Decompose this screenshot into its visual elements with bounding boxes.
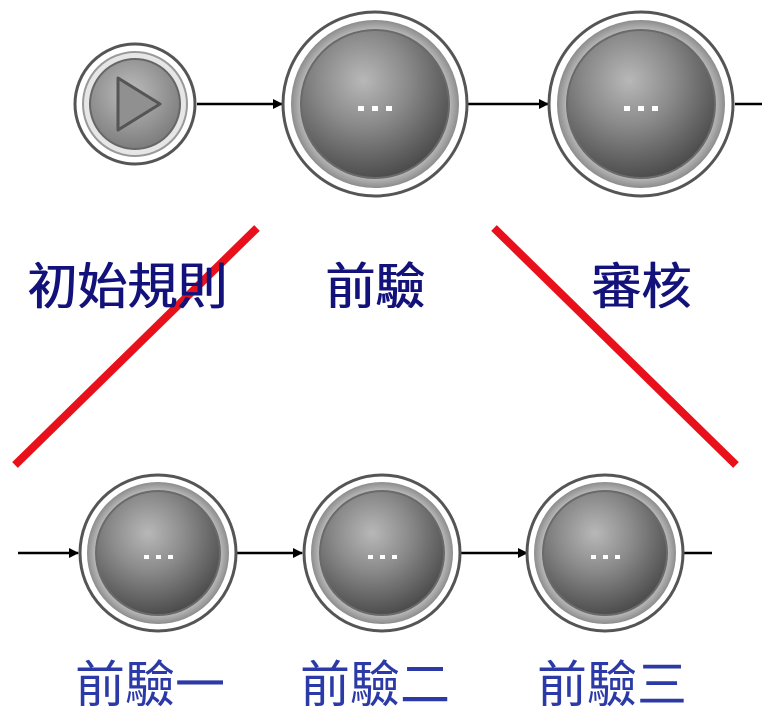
ellipsis-icon <box>591 555 620 559</box>
start-event-node[interactable] <box>73 42 197 166</box>
node-label-prevalidation: 前驗 <box>325 258 425 316</box>
play-icon <box>116 76 162 132</box>
activity-node-prevalidation[interactable] <box>281 10 469 198</box>
ellipsis-icon <box>624 106 658 111</box>
expansion-line-left <box>12 225 260 468</box>
ellipsis-icon <box>368 555 397 559</box>
node-label-review: 審核 <box>591 258 691 316</box>
activity-node-prevalidation-1[interactable] <box>78 473 238 633</box>
activity-node-prevalidation-2[interactable] <box>302 473 462 633</box>
ellipsis-icon <box>144 555 173 559</box>
expansion-line-right <box>491 225 739 468</box>
node-label-initial-rule: 初始規則 <box>27 258 227 316</box>
activity-node-review[interactable] <box>547 10 735 198</box>
activity-node-prevalidation-3[interactable] <box>525 473 685 633</box>
node-label-prevalidation-1: 前驗一 <box>75 656 225 714</box>
ellipsis-icon <box>358 106 392 111</box>
node-label-prevalidation-3: 前驗三 <box>537 656 687 714</box>
node-label-prevalidation-2: 前驗二 <box>300 656 450 714</box>
